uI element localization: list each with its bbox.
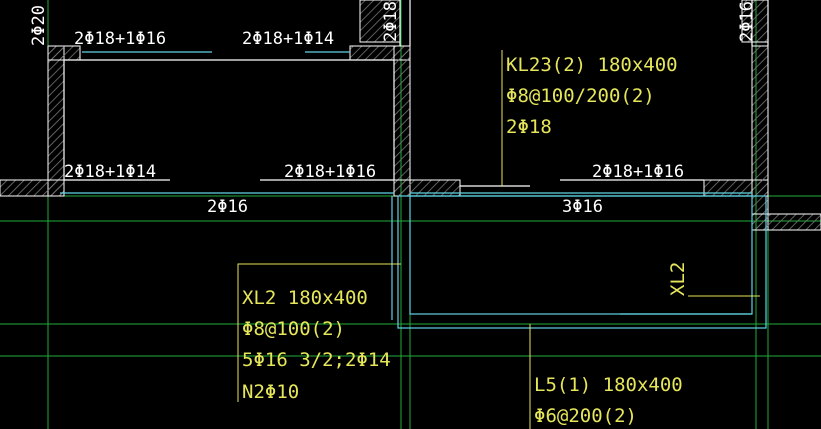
rebar-bottom-right: 3Φ16 [562, 197, 603, 217]
rebar-bottom-left: 2Φ16 [207, 197, 248, 217]
rebar-top-mid: 2Φ18+1Φ14 [242, 29, 334, 49]
rebar-mid-center: 2Φ18+1Φ16 [284, 162, 376, 182]
rebar-top-left: 2Φ18+1Φ16 [74, 29, 166, 49]
l5-line2: Φ6@200(2) [534, 405, 637, 427]
xl2-side-label: XL2 [667, 262, 689, 296]
xl2-line1: XL2 180x400 [242, 287, 368, 309]
label-left-col: 2Φ20 [29, 5, 49, 46]
xl2-line4: N2Φ10 [242, 381, 299, 403]
rebar-mid-left: 2Φ18+1Φ14 [64, 162, 156, 182]
rebar-mid-right: 2Φ18+1Φ16 [592, 162, 684, 182]
label-mid-col: 2Φ18 [381, 1, 401, 42]
xl2-line2: Φ8@100(2) [242, 318, 345, 340]
cyan-beams [60, 51, 767, 329]
xl2-line3: 5Φ16 3/2;2Φ14 [242, 349, 391, 371]
l5-line1: L5(1) 180x400 [534, 374, 683, 396]
kl23-line2: Φ8@100/200(2) [506, 85, 655, 107]
label-right-col: 2Φ16 [737, 1, 757, 42]
wall-outlines [63, 0, 769, 187]
leader-lines [237, 50, 760, 429]
hatched-walls [0, 0, 821, 231]
kl23-line1: KL23(2) 180x400 [506, 54, 678, 76]
kl23-line3: 2Φ18 [506, 116, 552, 138]
